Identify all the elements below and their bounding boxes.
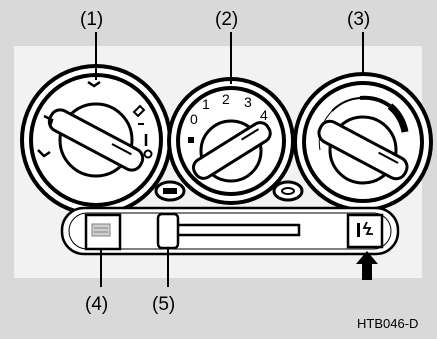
fan-scale-3: 3	[244, 94, 252, 110]
temperature-knob	[293, 72, 433, 212]
recirculation-window	[346, 213, 384, 249]
up-arrow-icon	[356, 251, 378, 280]
lever-track	[173, 223, 301, 237]
fan-scale-1: 1	[202, 96, 210, 112]
mode-selector-knob	[20, 64, 172, 216]
rear-defroster-switch	[84, 213, 122, 251]
callout-3: (3)	[347, 9, 371, 30]
fan-speed-knob	[167, 77, 295, 205]
callout-4: (4)	[85, 294, 109, 315]
callout-5: (5)	[152, 294, 176, 315]
face-vent-icon	[87, 80, 101, 88]
warm-arc	[387, 103, 409, 133]
figure-code: HTB046-D	[357, 316, 419, 331]
right-indicator-lamp	[272, 180, 304, 202]
bilevel-icon	[43, 114, 54, 127]
fan-scale-4: 4	[260, 107, 268, 123]
callout-2: (2)	[215, 9, 239, 30]
defrost-icon	[143, 134, 153, 159]
fan-scale-2: 2	[222, 91, 230, 107]
floor-defrost-icon	[132, 104, 146, 125]
recirculation-icon	[362, 221, 373, 235]
left-indicator-lamp	[154, 180, 186, 202]
fan-scale-0: 0	[190, 111, 198, 127]
callout-1: (1)	[80, 9, 104, 30]
off-marker	[188, 137, 194, 143]
air-intake-lever	[156, 212, 180, 250]
floor-icon	[37, 149, 51, 158]
